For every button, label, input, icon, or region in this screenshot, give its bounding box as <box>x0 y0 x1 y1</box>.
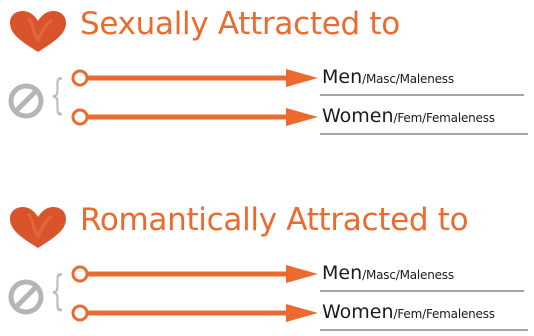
heart-icon <box>10 11 66 52</box>
brace: { <box>50 266 65 315</box>
option-main: Men <box>322 66 363 88</box>
answer-line <box>320 290 524 292</box>
option-main: Women <box>322 301 394 323</box>
option-sub: /Masc/Maleness <box>362 268 454 282</box>
section-title: Romantically Attracted to <box>80 202 469 238</box>
arrow-men[interactable] <box>70 66 320 90</box>
arrow-men[interactable] <box>70 262 320 286</box>
option-main: Women <box>322 105 394 127</box>
prohibited-icon[interactable] <box>6 81 46 121</box>
option-main: Men <box>322 262 363 284</box>
option-sub: /Fem/Femaleness <box>393 111 495 125</box>
option-women: Women/Fem/Femaleness <box>322 301 495 323</box>
arrow-women[interactable] <box>70 105 320 129</box>
option-sub: /Masc/Maleness <box>362 72 454 86</box>
brace: { <box>50 70 65 119</box>
answer-line <box>320 133 528 135</box>
option-men: Men/Masc/Maleness <box>322 262 454 284</box>
heart-icon <box>10 207 66 248</box>
option-sub: /Fem/Femaleness <box>393 307 495 321</box>
option-women: Women/Fem/Femaleness <box>322 105 495 127</box>
option-men: Men/Masc/Maleness <box>322 66 454 88</box>
romantic-attraction-section: Romantically Attracted to { Men/Masc/Mal… <box>0 196 534 336</box>
sexual-attraction-section: Sexually Attracted to { Men/Masc/Malenes… <box>0 0 534 140</box>
answer-line <box>320 329 528 331</box>
arrow-women[interactable] <box>70 301 320 325</box>
answer-line <box>320 94 524 96</box>
section-title: Sexually Attracted to <box>80 6 400 42</box>
prohibited-icon[interactable] <box>6 277 46 317</box>
